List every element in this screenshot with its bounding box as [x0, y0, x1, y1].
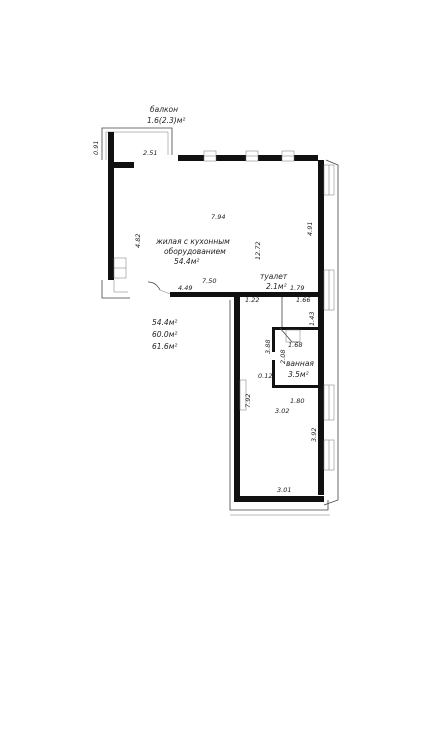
dim-122: 1.22	[245, 296, 259, 304]
living-name-line1: жилая с кухонным	[155, 237, 230, 246]
balcony-name: балкон	[150, 105, 178, 114]
total-area-1: 54.4м²	[152, 318, 177, 327]
dim-143: 1.43	[308, 312, 316, 326]
bathroom-name: ванная	[286, 359, 314, 368]
dim-491: 4.91	[306, 222, 314, 236]
top-windows	[203, 150, 295, 162]
area-totals: 54.4м² 60.0м² 61.6м²	[152, 318, 177, 351]
dim-168: 1.68	[288, 341, 302, 349]
right-windows	[323, 159, 339, 506]
toilet-name: туалет	[260, 272, 288, 281]
living-area: 54.4м²	[174, 257, 199, 266]
dim-388: 3.88	[264, 340, 272, 354]
total-area-3: 61.6м²	[152, 342, 177, 351]
dim-208: 2.08	[279, 350, 287, 364]
dimension-labels: 0.91 2.51 7.94 4.91 4.82 12.72 7.50 4.49…	[92, 141, 318, 494]
dim-180: 1.80	[290, 397, 304, 405]
exterior-walls	[108, 132, 324, 502]
dim-251: 2.51	[143, 149, 157, 157]
left-lower-detail	[101, 257, 130, 299]
room-labels: балкон 1.6(2.3)м² жилая с кухонным обору…	[147, 105, 314, 379]
dim-750: 7.50	[202, 277, 216, 285]
toilet-area: 2.1м²	[266, 282, 287, 291]
dim-392: 3.92	[310, 428, 318, 442]
dim-166: 1.66	[296, 296, 310, 304]
wet-zone-partitions	[147, 281, 318, 388]
balcony-outline	[101, 127, 173, 160]
dim-482: 4.82	[134, 234, 142, 248]
bathroom-area: 3.5м²	[288, 370, 309, 379]
middle-window	[239, 379, 247, 411]
dim-012: 0.12	[258, 372, 272, 380]
bottom-outline	[229, 300, 330, 516]
total-area-2: 60.0м²	[152, 330, 177, 339]
dim-091: 0.91	[92, 141, 100, 155]
dim-794: 7.94	[211, 213, 225, 221]
dim-301: 3.01	[277, 486, 291, 494]
dim-792: 7.92	[244, 394, 252, 408]
dim-179: 1.79	[290, 284, 304, 292]
dim-449: 4.49	[178, 284, 192, 292]
dim-1272: 12.72	[254, 241, 262, 260]
living-name-line2: оборудованием	[164, 247, 226, 256]
balcony-area: 1.6(2.3)м²	[147, 116, 185, 125]
dim-302: 3.02	[275, 407, 289, 415]
